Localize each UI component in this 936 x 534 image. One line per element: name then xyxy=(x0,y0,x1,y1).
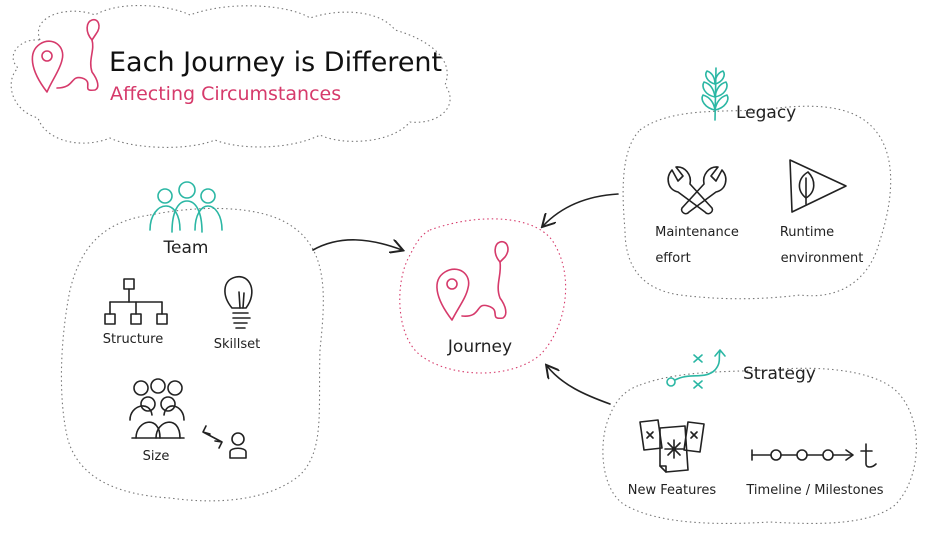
map-pin-route-icon xyxy=(436,240,509,321)
legacy-to-journey-arrow xyxy=(543,193,619,226)
team-item-label: Skillset xyxy=(214,337,260,352)
team-heading: Team xyxy=(163,238,209,258)
legacy-item-label: Runtime xyxy=(780,225,834,240)
play-plan-icon xyxy=(666,349,726,389)
lightbulb-icon xyxy=(224,276,253,329)
team-cluster: Team Structure Skillset xyxy=(60,181,324,502)
people-group-icon xyxy=(149,181,223,233)
journey-label: Journey xyxy=(447,337,512,357)
team-item-label: Structure xyxy=(103,332,163,347)
strategy-to-journey-arrow xyxy=(547,366,611,405)
strategy-cluster: Strategy New Features Timeline / Milesto… xyxy=(602,349,917,524)
strategy-heading: Strategy xyxy=(743,364,816,384)
legacy-heading: Legacy xyxy=(736,103,796,123)
wheat-icon xyxy=(701,67,729,121)
legacy-item-label: effort xyxy=(655,251,690,266)
page-title: Each Journey is Different xyxy=(109,47,442,78)
strategy-item-label: New Features xyxy=(628,483,717,498)
connector-arrows xyxy=(312,193,619,405)
strategy-item-label: Timeline / Milestones xyxy=(745,483,883,498)
sparkle-pages-icon xyxy=(639,419,705,473)
map-pin-route-icon xyxy=(31,18,100,93)
org-chart-icon xyxy=(104,278,168,325)
legacy-cluster: Legacy Maintenance effort Runtime enviro… xyxy=(622,67,892,300)
timeline-icon xyxy=(751,443,877,468)
legacy-item-label: environment xyxy=(781,251,864,266)
team-item-label: Size xyxy=(143,449,170,464)
wrenches-icon xyxy=(667,166,727,215)
play-leaf-icon xyxy=(789,159,847,213)
team-to-journey-arrow xyxy=(312,239,402,250)
journey-cluster: Journey xyxy=(399,218,567,374)
legacy-item-label: Maintenance xyxy=(655,225,739,240)
crowd-vs-person-icon xyxy=(129,378,247,459)
header-cloud: Each Journey is Different Affecting Circ… xyxy=(10,4,451,148)
page-subtitle: Affecting Circumstances xyxy=(110,83,341,105)
